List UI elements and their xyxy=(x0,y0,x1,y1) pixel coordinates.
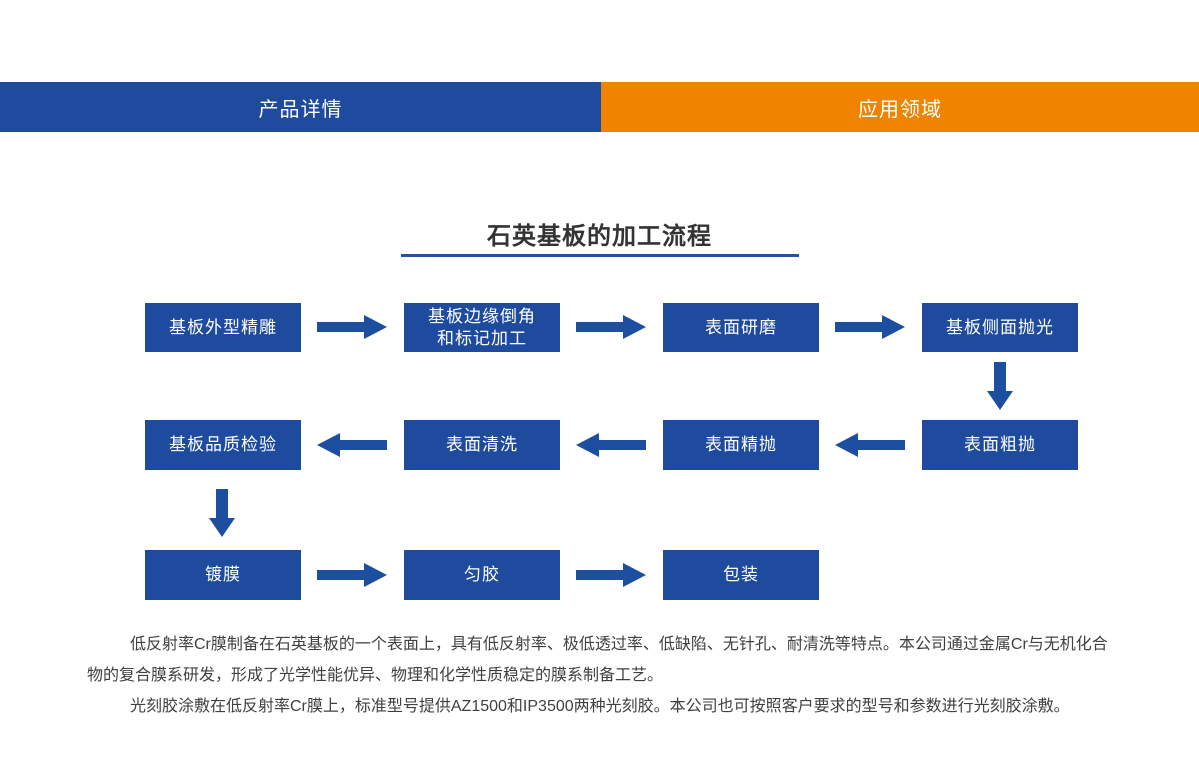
flow-node-side-polishing: 基板侧面抛光 xyxy=(922,303,1078,352)
arrow-left-icon xyxy=(576,433,646,457)
flow-node-surface-grinding: 表面研磨 xyxy=(663,303,819,352)
flow-node-outline-carving: 基板外型精雕 xyxy=(145,303,301,352)
tab-application-fields[interactable]: 应用领域 xyxy=(601,82,1199,132)
description-paragraph-cr-film: 低反射率Cr膜制备在石英基板的一个表面上，具有低反射率、极低透过率、低缺陷、无针… xyxy=(87,636,1108,684)
tab-application-fields-label: 应用领域 xyxy=(858,98,942,121)
arrow-left-icon xyxy=(835,433,905,457)
tab-bar: 产品详情 应用领域 xyxy=(0,82,1199,132)
arrow-right-icon xyxy=(317,315,387,339)
title-underline xyxy=(401,254,799,257)
flow-node-coating: 镀膜 xyxy=(145,550,301,600)
flow-node-edge-chamfer-line2: 和标记加工 xyxy=(437,328,527,348)
tab-product-details-label: 产品详情 xyxy=(258,98,343,121)
arrow-right-icon xyxy=(576,315,646,339)
arrow-right-icon xyxy=(317,563,387,587)
arrow-right-icon xyxy=(835,315,905,339)
flow-node-packaging: 包装 xyxy=(663,550,819,600)
flow-node-resist-spin: 匀胶 xyxy=(404,550,560,600)
flow-node-fine-polishing: 表面精抛 xyxy=(663,420,819,470)
arrow-right-icon xyxy=(576,563,646,587)
flow-node-rough-polishing: 表面粗抛 xyxy=(922,420,1078,470)
flow-node-edge-chamfer-marking: 基板边缘倒角 和标记加工 xyxy=(404,303,560,352)
flow-node-edge-chamfer-line1: 基板边缘倒角 xyxy=(428,306,536,326)
arrow-down-icon xyxy=(209,489,235,537)
arrow-down-icon xyxy=(987,362,1013,410)
tab-product-details[interactable]: 产品详情 xyxy=(0,82,601,132)
arrow-left-icon xyxy=(317,433,387,457)
product-description: 低反射率Cr膜制备在石英基板的一个表面上，具有低反射率、极低透过率、低缺陷、无针… xyxy=(87,629,1114,722)
flow-node-quality-inspection: 基板品质检验 xyxy=(145,420,301,470)
flow-node-surface-cleaning: 表面清洗 xyxy=(404,420,560,470)
description-paragraph-photoresist: 光刻胶涂敷在低反射率Cr膜上，标准型号提供AZ1500和IP3500两种光刻胶。… xyxy=(130,698,1070,715)
flowchart-title: 石英基板的加工流程 xyxy=(487,223,712,250)
